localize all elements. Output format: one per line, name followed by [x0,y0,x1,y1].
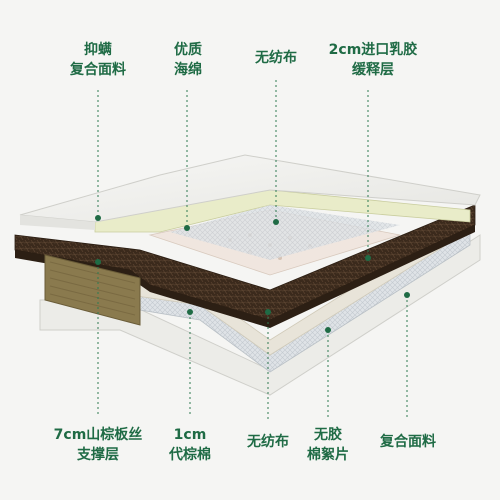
label-line: 复合面料 [70,62,126,78]
leader-lines [97,80,408,420]
label-line: 代棕棉 [169,447,211,463]
label-line: 海绵 [174,62,202,78]
label-line: 支撑层 [77,447,119,463]
label-coir-support: 7cm山棕板丝 支撑层 [45,425,151,465]
label-line: 缓释层 [352,62,394,78]
label-line: 棉絮片 [307,447,349,463]
label-antimite-fabric: 抑螨 复合面料 [60,40,136,80]
nonwoven-top-layer [170,205,400,260]
label-line: 抑螨 [84,42,112,58]
label-line: 无纺布 [247,434,289,450]
label-line: 复合面料 [380,434,436,450]
label-line: 无胶 [314,427,342,443]
label-line: 无纺布 [255,50,297,66]
top-fabric-layer [19,154,481,230]
coir-support-layer [14,204,476,328]
label-line: 优质 [174,42,202,58]
leader-dots [95,215,410,333]
label-palm-cotton: 1cm 代棕棉 [165,425,215,465]
label-nonwoven-bottom: 无纺布 [238,432,298,452]
label-quality-sponge: 优质 海绵 [160,40,216,80]
sponge-layer [94,189,471,233]
label-glueless-batting: 无胶 棉絮片 [300,425,356,465]
label-latex-layer: 2cm进口乳胶 缓释层 [318,40,428,80]
label-line: 2cm进口乳胶 [328,42,418,58]
label-line: 1cm [173,427,207,443]
label-composite-fabric-bottom: 复合面料 [370,432,446,452]
label-nonwoven-top: 无纺布 [246,48,306,68]
coir-side-panel [44,254,141,326]
label-line: 7cm山棕板丝 [53,427,143,443]
